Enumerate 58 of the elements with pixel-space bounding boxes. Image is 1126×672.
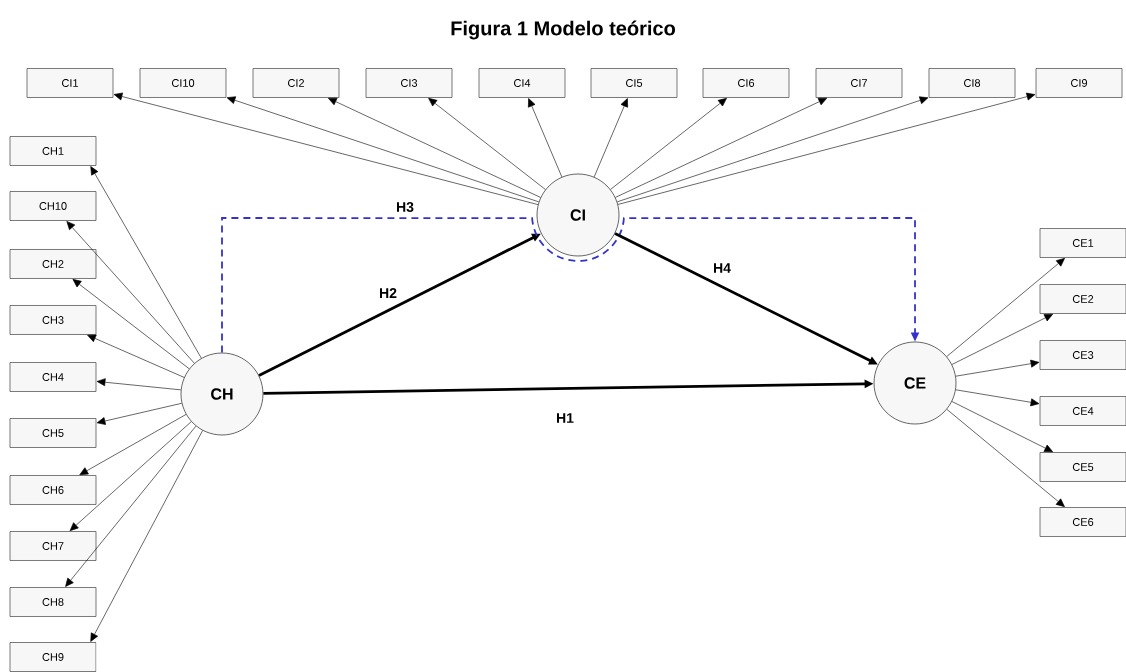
arrow — [615, 97, 828, 198]
arrow — [955, 389, 1040, 407]
indicator-box: CI8 — [928, 68, 1016, 98]
indicator-box: CI1 — [26, 68, 114, 98]
indicator-box: CH3 — [9, 305, 97, 335]
arrow — [946, 258, 1065, 357]
arrow — [69, 421, 192, 531]
indicator-box: CE6 — [1039, 507, 1126, 537]
arrow — [951, 401, 1053, 453]
arrow — [226, 96, 540, 203]
arrow — [87, 334, 185, 378]
indicator-box: CH5 — [9, 418, 97, 448]
arrow — [951, 313, 1053, 365]
arrow — [79, 414, 187, 476]
edge-label: H4 — [711, 261, 733, 275]
indicator-box: CI7 — [815, 68, 903, 98]
indicator-box: CI10 — [139, 68, 227, 98]
indicator-box: CI4 — [478, 68, 566, 98]
arrow — [946, 409, 1065, 507]
indicator-box: CI6 — [702, 68, 790, 98]
arrow — [617, 92, 1036, 205]
indicator-box: CH9 — [9, 642, 97, 672]
arrow — [72, 279, 190, 370]
arrow — [221, 217, 920, 354]
arrow — [65, 425, 197, 587]
indicator-box: CH7 — [9, 531, 97, 561]
arrow — [593, 98, 628, 178]
indicator-box: CH6 — [9, 475, 97, 505]
arrow — [90, 166, 202, 359]
indicator-box: CI2 — [252, 68, 340, 98]
edge-label: H2 — [377, 286, 399, 300]
indicator-box: CE5 — [1039, 452, 1126, 482]
arrow — [90, 430, 203, 642]
indicator-box: CE1 — [1039, 228, 1126, 258]
indicator-box: CI9 — [1035, 68, 1123, 98]
indicator-box: CE2 — [1039, 284, 1126, 314]
indicator-box: CH1 — [9, 136, 97, 166]
arrow — [610, 98, 727, 190]
arrow — [528, 98, 563, 178]
indicator-box: CH8 — [9, 587, 97, 617]
arrow — [616, 96, 929, 203]
arrow — [955, 359, 1040, 377]
edge-label: H1 — [554, 411, 576, 425]
edge-label: H3 — [394, 200, 416, 214]
arrow — [66, 221, 195, 364]
title: Figura 1 Modelo teórico — [451, 20, 675, 40]
arrow — [328, 97, 541, 198]
indicator-box: CH2 — [9, 249, 97, 279]
indicator-box: CE3 — [1039, 340, 1126, 370]
arrow — [113, 92, 539, 205]
indicator-box: CI3 — [365, 68, 453, 98]
indicator-box: CE4 — [1039, 396, 1126, 426]
arrow — [96, 378, 182, 391]
arrow — [96, 403, 182, 425]
indicator-box: CH4 — [9, 362, 97, 392]
indicator-box: CH10 — [9, 191, 97, 221]
indicator-box: CI5 — [590, 68, 678, 98]
arrow — [428, 98, 546, 190]
